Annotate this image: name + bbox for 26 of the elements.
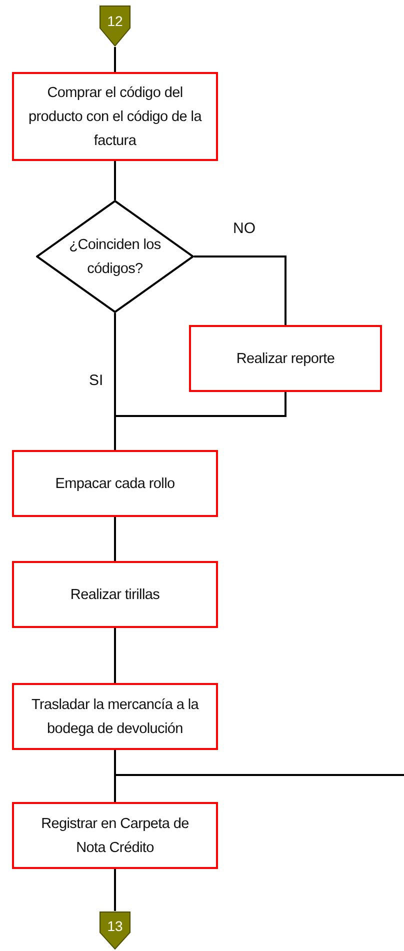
connector-number: 13 — [107, 918, 123, 934]
process-text: Trasladar la mercancía a la bodega de devolución — [30, 696, 200, 738]
decision-text: ¿Coinciden los códigos? — [68, 236, 162, 278]
connector-number: 12 — [107, 13, 123, 29]
process-box — [189, 325, 382, 392]
process-text: Comprar el código del producto con el código de la factura — [28, 84, 203, 150]
connector-line — [114, 161, 116, 200]
process-text: Realizar tirillas — [69, 586, 161, 604]
process-text: Registrar en Carpeta de Nota Crédito — [40, 814, 190, 858]
decision-diamond — [36, 200, 194, 313]
offpage-connector — [99, 911, 131, 950]
process-box — [12, 450, 218, 517]
process-box — [12, 561, 218, 628]
process-box — [12, 802, 218, 869]
connector-line — [114, 392, 286, 450]
connector-line — [114, 628, 116, 683]
process-text: Realizar reporte — [235, 350, 336, 368]
process-text: Empacar cada rollo — [54, 474, 176, 494]
process-box — [12, 72, 218, 161]
connector-line — [114, 750, 116, 802]
offpage-connector — [99, 5, 131, 47]
process-box — [12, 683, 218, 750]
connector-line — [114, 47, 116, 72]
connector-line — [114, 869, 116, 911]
connector-line — [114, 517, 116, 561]
connector-line — [194, 256, 286, 325]
